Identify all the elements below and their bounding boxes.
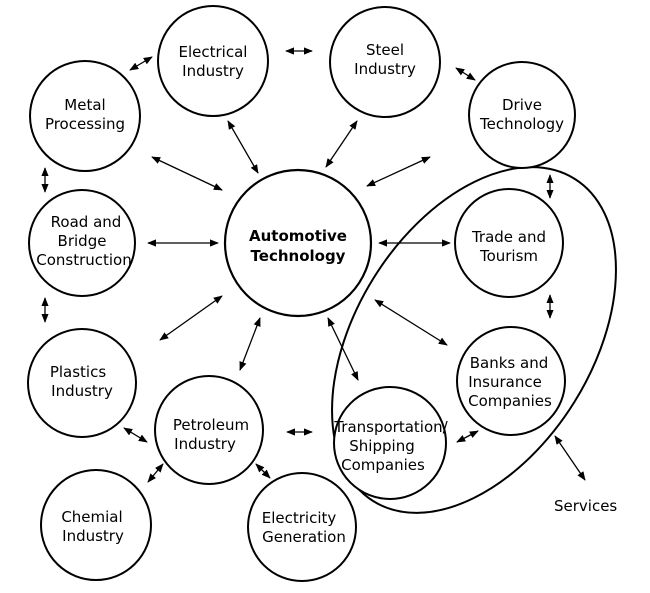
node-electricity-generation: Electricity Generation — [247, 472, 357, 582]
connection-arrows — [41, 47, 586, 483]
node-automotive-technology: Automotive Technology — [223, 168, 373, 318]
arrow-steel-drive — [455, 67, 476, 81]
arrow-center-transport — [327, 317, 359, 381]
node-label: Industry — [174, 435, 236, 453]
arrow-center-banks — [374, 299, 448, 346]
arrow-petroleum-electricity — [255, 463, 271, 479]
node-label: Steel — [366, 41, 404, 59]
arrow-center-petroleum — [239, 317, 261, 371]
node-label: Insurance — [468, 373, 542, 391]
arrow-banks-services — [554, 435, 586, 481]
node-label: Industry — [51, 382, 113, 400]
node-label: Trade and — [471, 228, 546, 246]
arrow-metal-electrical — [129, 56, 153, 71]
node-label: Processing — [45, 115, 125, 133]
arrow-plastics-petroleum — [123, 427, 148, 443]
node-label: Companies — [468, 392, 552, 410]
node-label: Road and — [51, 213, 122, 231]
node-road-and-bridge-construction: Road and Bridge Construction — [28, 189, 136, 297]
node-label: Construction — [36, 251, 132, 269]
center-label: Technology — [251, 247, 346, 265]
node-label: Generation — [262, 528, 346, 546]
node-electrical-industry: Electrical Industry — [157, 5, 269, 117]
arrow-center-drive — [366, 156, 431, 187]
node-label: Transportation/ — [333, 418, 448, 436]
node-label: Drive — [502, 96, 542, 114]
node-label: Chemial — [61, 508, 122, 526]
node-label: Technology — [479, 115, 564, 133]
node-label: Electricity — [262, 509, 337, 527]
node-label: Banks and — [470, 354, 548, 372]
node-label: Bridge — [58, 232, 107, 250]
node-petroleum-industry: Petroleum Industry — [154, 375, 264, 485]
node-label: Industry — [62, 527, 124, 545]
node-plastics-industry: Plastics Industry — [27, 328, 137, 438]
node-label: Companies — [341, 456, 425, 474]
node-label: Metal — [64, 96, 105, 114]
arrow-center-steel — [325, 120, 358, 168]
node-label: Industry — [182, 62, 244, 80]
services-label: Services — [554, 497, 617, 515]
node-metal-processing: Metal Processing — [29, 60, 141, 172]
node-drive-technology: Drive Technology — [468, 61, 576, 169]
node-label: Electrical — [179, 43, 248, 61]
node-chemial-industry: Chemial Industry — [40, 469, 152, 581]
center-label: Automotive — [249, 227, 347, 245]
node-label: Petroleum — [173, 416, 249, 434]
node-label: Shipping — [349, 437, 414, 455]
node-label: Tourism — [479, 247, 538, 265]
arrow-transport-banks — [456, 430, 479, 443]
node-banks-and-insurance-companies: Banks and Insurance Companies — [456, 326, 566, 436]
node-steel-industry: Steel Industry — [329, 6, 441, 118]
arrow-center-metal — [151, 156, 223, 191]
arrow-center-plastics — [159, 295, 223, 341]
arrow-center-electrical — [227, 120, 259, 174]
node-label: Plastics — [50, 363, 107, 381]
node-transportation-shipping-companies: Transportation/ Shipping Companies — [333, 386, 449, 500]
node-label: Industry — [354, 60, 416, 78]
services-group-ellipse — [331, 166, 617, 514]
node-trade-and-tourism: Trade and Tourism — [454, 188, 564, 298]
arrow-petroleum-chemial — [147, 463, 164, 483]
